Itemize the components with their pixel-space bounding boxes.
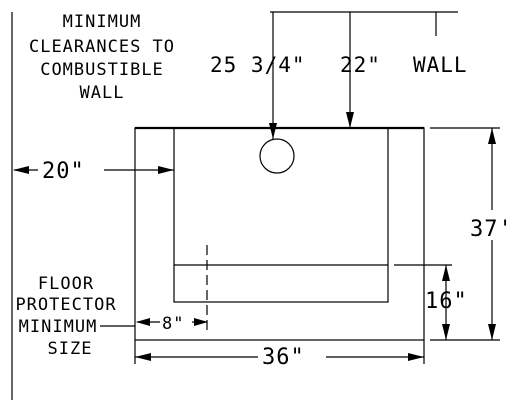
front-extension-arrow-bottom: [442, 324, 450, 340]
depth-arrow-top: [488, 128, 496, 144]
stove-body: [173, 127, 389, 303]
floor-note-line-1: FLOOR: [38, 274, 94, 294]
front-extension-label: 16": [425, 289, 468, 314]
side-clearance-arrow-right: [158, 166, 174, 174]
side-clearance-arrow-left: [13, 166, 29, 174]
depth-label: 37': [470, 217, 513, 242]
side-clearance-label: 20": [42, 159, 85, 184]
clearance-note-line-1: MINIMUM: [63, 12, 142, 32]
back-clearance-arrow: [346, 112, 354, 128]
side-extension-arrow-right: [194, 318, 208, 326]
width-label: 36": [262, 345, 305, 370]
floor-note-line-2: PROTECTOR: [15, 295, 116, 315]
clearance-note-line-2: CLEARANCES TO: [29, 37, 175, 57]
side-extension-arrow-left: [136, 318, 150, 326]
floor-note-line-3: MINIMUM: [19, 317, 98, 337]
depth-arrow-bottom: [488, 324, 496, 340]
flue-center-label: 25 3/4": [210, 53, 306, 77]
floor-note-line-4: SIZE: [48, 339, 93, 359]
wall-label: WALL: [413, 53, 468, 77]
back-clearance-label: 22": [340, 53, 381, 77]
flue-collar: [259, 138, 295, 174]
side-extension-label: 8": [162, 314, 184, 334]
clearance-note-line-3: COMBUSTIBLE: [40, 60, 164, 80]
clearance-note-line-4: WALL: [80, 83, 125, 103]
width-arrow-left: [135, 353, 151, 361]
flue-dimension-arrow: [269, 123, 277, 139]
front-extension-arrow-top: [442, 265, 450, 281]
floor-protector-outline: [134, 127, 425, 341]
width-arrow-right: [408, 353, 424, 361]
